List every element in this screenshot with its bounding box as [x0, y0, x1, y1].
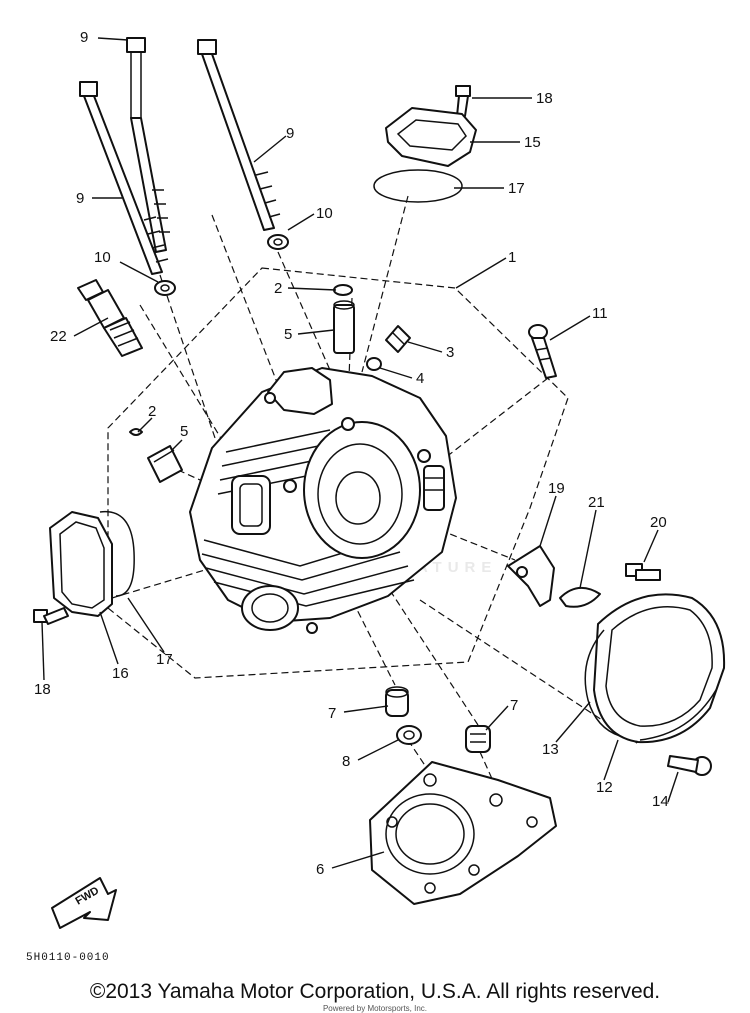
head-bolt-2	[197, 39, 281, 231]
head-bolt-1	[126, 37, 170, 253]
head-gasket-6	[369, 761, 557, 905]
callout-1: 1	[508, 249, 516, 266]
callout-7: 7	[510, 697, 518, 714]
powered-by-overlay: Powered by Motorsports, Inc.	[322, 1004, 428, 1013]
callout-numbers: 9 9 9 10 10 18 15 17 1 2 5 3 4 11 22 2 5…	[34, 29, 669, 878]
bolt-20	[625, 563, 661, 581]
callout-5: 5	[180, 423, 188, 440]
callout-16: 16	[112, 665, 129, 682]
callout-21: 21	[588, 494, 605, 511]
clip-21	[559, 587, 601, 608]
callout-18: 18	[34, 681, 51, 698]
callout-10: 10	[94, 249, 111, 266]
bolt-18-top	[455, 85, 471, 117]
washer-4	[366, 357, 382, 371]
callout-19: 19	[548, 480, 565, 497]
callout-22: 22	[50, 328, 67, 345]
cap-15	[385, 107, 477, 167]
bolt-18-side	[33, 607, 69, 625]
callout-10: 10	[316, 205, 333, 222]
callout-17: 17	[156, 651, 173, 668]
washer-8	[396, 725, 422, 745]
callout-leaders	[41, 37, 679, 869]
callout-12: 12	[596, 779, 613, 796]
callout-13: 13	[542, 741, 559, 758]
callout-8: 8	[342, 753, 350, 770]
callout-9: 9	[80, 29, 88, 46]
callout-3: 3	[446, 344, 454, 361]
head-cover-12	[593, 593, 726, 744]
callout-20: 20	[650, 514, 667, 531]
callout-4: 4	[416, 370, 424, 387]
callout-9: 9	[76, 190, 84, 207]
bolt-3	[385, 325, 411, 353]
side-cover-16	[49, 511, 113, 617]
callout-6: 6	[316, 861, 324, 878]
callout-2: 2	[274, 280, 282, 297]
callout-9: 9	[286, 125, 294, 142]
gasket-13	[584, 629, 621, 737]
dowel-7-left	[385, 686, 409, 717]
bracket-19	[507, 545, 555, 607]
bolt-11	[528, 324, 557, 379]
bolt-14	[667, 755, 712, 776]
dowel-7-right	[465, 725, 491, 753]
o-ring-17-side	[99, 510, 135, 597]
washer-10-left	[154, 280, 176, 296]
valve-guide-upper	[333, 284, 355, 354]
callout-2: 2	[148, 403, 156, 420]
callout-5: 5	[284, 326, 292, 343]
callout-7: 7	[328, 705, 336, 722]
head-bolt-3	[79, 81, 169, 275]
assembly-boundary	[107, 267, 569, 679]
copyright-footer: ©2013 Yamaha Motor Corporation, U.S.A. A…	[89, 980, 661, 1003]
diagram-reference-code: 5H0110-0010	[26, 952, 110, 964]
callout-11: 11	[592, 305, 608, 322]
callout-18: 18	[536, 90, 553, 107]
valve-guide-left	[129, 428, 183, 483]
o-ring-17-top	[373, 169, 463, 203]
cylinder-head	[189, 367, 457, 634]
fwd-arrow-icon: FWD	[51, 877, 117, 929]
washer-10-right	[267, 234, 289, 250]
spark-plug	[77, 279, 143, 357]
callout-17: 17	[508, 180, 525, 197]
callout-15: 15	[524, 134, 541, 151]
callout-14: 14	[652, 793, 669, 810]
